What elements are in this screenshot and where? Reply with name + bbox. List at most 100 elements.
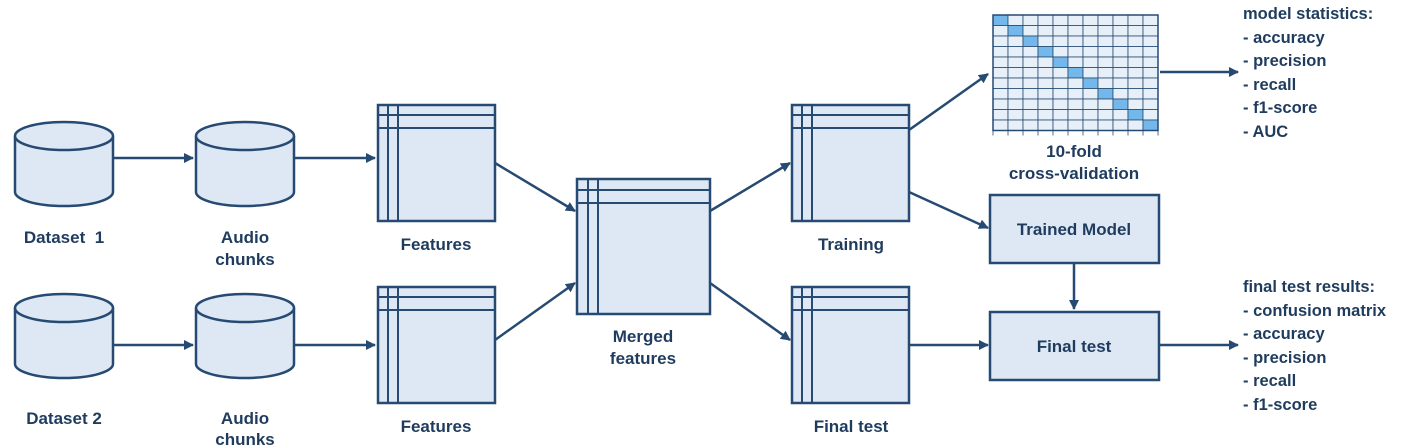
cv-grid-cell xyxy=(1007,14,1024,26)
cv-grid-cell xyxy=(1142,14,1159,26)
cv-grid-diagonal-cell xyxy=(1022,35,1039,47)
cross-validation-grid xyxy=(992,14,1159,136)
final-results-title: final test results: xyxy=(1243,278,1375,296)
cv-grid-cell xyxy=(1067,88,1084,100)
cv-grid-cell xyxy=(1007,98,1024,110)
cv-grid-cell xyxy=(1097,25,1114,37)
cv-grid-cell xyxy=(1082,25,1099,37)
model-statistics-item: - precision xyxy=(1243,52,1326,70)
cv-grid-cell xyxy=(1022,109,1039,121)
merged-features-label-line2: features xyxy=(610,349,676,368)
cv-grid-cell xyxy=(1112,56,1129,68)
dataset-2-label: Dataset 2 xyxy=(26,409,102,428)
cv-grid-cell xyxy=(1022,67,1039,79)
cv-grid-cell xyxy=(1037,25,1054,37)
cv-grid-cell xyxy=(1052,98,1069,110)
cv-grid-cell xyxy=(1082,119,1099,131)
cv-grid-cell xyxy=(1097,14,1114,26)
cv-grid-cell xyxy=(1052,67,1069,79)
cv-grid-cell xyxy=(1007,46,1024,58)
cv-grid-cell xyxy=(1022,46,1039,58)
cv-grid-cell xyxy=(1007,35,1024,47)
arrow-merged-to-finaltest xyxy=(709,281,791,342)
cv-grid-cell xyxy=(1037,35,1054,47)
cv-grid-cell xyxy=(1097,109,1114,121)
audio-chunks-2-label-line1: Audio xyxy=(221,409,269,428)
dataset-1-cylinder xyxy=(13,120,115,208)
cv-grid-cell xyxy=(1112,109,1129,121)
features-1-label: Features xyxy=(401,235,472,254)
cv-grid-cell xyxy=(1127,56,1144,68)
final-test-table xyxy=(790,285,911,405)
cv-grid-cell xyxy=(1097,67,1114,79)
cv-grid-diagonal-cell xyxy=(1007,25,1024,37)
cv-grid-cell xyxy=(1067,35,1084,47)
cv-grid-cell xyxy=(1142,67,1159,79)
cv-grid-cell xyxy=(1127,25,1144,37)
cv-grid-cell xyxy=(1022,25,1039,37)
cv-grid-cell xyxy=(1082,109,1099,121)
cv-grid-cell xyxy=(1082,98,1099,110)
cv-grid-diagonal-cell xyxy=(1112,98,1129,110)
final-test-box-label: Final test xyxy=(1037,337,1112,356)
cv-grid-cell xyxy=(992,25,1009,37)
cv-grid-cell xyxy=(1127,46,1144,58)
cv-grid-cell xyxy=(1037,109,1054,121)
arrow-features2-to-merged xyxy=(494,281,576,342)
cv-grid-cell xyxy=(1052,46,1069,58)
cv-grid-cell xyxy=(1037,88,1054,100)
arrow-training-to-cv xyxy=(908,72,989,132)
dataset-2-cylinder xyxy=(13,292,115,380)
cv-grid-cell xyxy=(1037,77,1054,89)
cv-grid-cell xyxy=(1067,109,1084,121)
dataset-1-label: Dataset 1 xyxy=(24,228,104,247)
cv-grid-cell xyxy=(1142,98,1159,110)
cv-grid-cell xyxy=(1142,88,1159,100)
cv-grid-cell xyxy=(1127,67,1144,79)
features-1-table xyxy=(376,103,497,223)
cv-grid-cell xyxy=(992,98,1009,110)
final-results-item: - precision xyxy=(1243,349,1326,367)
cv-grid-cell xyxy=(1127,77,1144,89)
training-label: Training xyxy=(818,235,884,254)
final-results-item: - accuracy xyxy=(1243,325,1325,343)
model-statistics-item: - accuracy xyxy=(1243,29,1325,47)
cv-grid-cell xyxy=(992,77,1009,89)
cv-grid-cell xyxy=(1007,77,1024,89)
cv-grid-cell xyxy=(1097,119,1114,131)
final-test-data-label: Final test xyxy=(814,417,889,436)
final-test-box xyxy=(988,310,1161,382)
cv-grid-cell xyxy=(992,67,1009,79)
cv-grid-cell xyxy=(1112,119,1129,131)
arrow-training-to-model xyxy=(908,190,989,230)
final-results-item: - confusion matrix xyxy=(1243,302,1387,320)
cv-grid-cell xyxy=(1007,109,1024,121)
cv-grid-cell xyxy=(1127,35,1144,47)
cv-grid-cell xyxy=(1142,25,1159,37)
cv-grid-cell xyxy=(1022,56,1039,68)
cv-grid-cell xyxy=(1082,46,1099,58)
cv-grid-cell xyxy=(1112,14,1129,26)
cv-grid-cell xyxy=(1067,46,1084,58)
audio-chunks-2-cylinder xyxy=(194,292,296,380)
cv-grid-cell xyxy=(1142,77,1159,89)
cv-grid-cell xyxy=(1112,25,1129,37)
model-statistics-item: - recall xyxy=(1243,76,1296,94)
cv-grid-cell xyxy=(1007,67,1024,79)
cv-grid-cell xyxy=(1052,35,1069,47)
cv-grid-cell xyxy=(1127,14,1144,26)
cv-grid-cell xyxy=(1112,88,1129,100)
cv-grid-cell xyxy=(1022,88,1039,100)
final-results-item: - recall xyxy=(1243,372,1296,390)
cv-grid-cell xyxy=(1142,35,1159,47)
cv-grid-cell xyxy=(1037,67,1054,79)
cv-grid-diagonal-cell xyxy=(1142,119,1159,131)
cv-grid-cell xyxy=(992,88,1009,100)
arrow-merged-to-training xyxy=(709,161,791,213)
cv-grid-cell xyxy=(1097,56,1114,68)
cv-grid-cell xyxy=(1037,56,1054,68)
cv-grid-diagonal-cell xyxy=(1067,67,1084,79)
cv-grid-diagonal-cell xyxy=(1082,77,1099,89)
cv-grid-cell xyxy=(992,46,1009,58)
cv-grid-cell xyxy=(992,35,1009,47)
